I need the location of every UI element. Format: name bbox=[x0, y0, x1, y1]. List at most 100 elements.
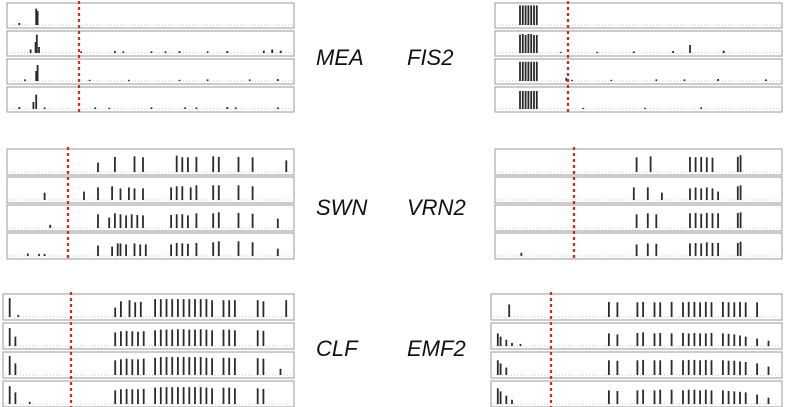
coverage-bar bbox=[165, 299, 168, 317]
coverage-track bbox=[494, 232, 783, 260]
coverage-bar bbox=[164, 51, 167, 53]
coverage-bar bbox=[670, 389, 673, 404]
coverage-bar bbox=[653, 333, 656, 346]
coverage-bar bbox=[616, 334, 619, 346]
coverage-bar bbox=[646, 243, 649, 256]
coverage-bar bbox=[137, 359, 139, 376]
coverage-bar bbox=[128, 187, 130, 200]
coverage-bar bbox=[756, 338, 758, 346]
coverage-bar bbox=[682, 333, 684, 346]
coverage-bar bbox=[535, 61, 538, 81]
coverage-bar bbox=[700, 243, 703, 256]
coverage-bar bbox=[188, 357, 191, 375]
coverage-bar bbox=[276, 218, 279, 229]
coverage-bar bbox=[733, 302, 736, 317]
coverage-bar bbox=[535, 91, 538, 109]
coverage-bar bbox=[744, 336, 747, 347]
coverage-bar bbox=[256, 300, 259, 317]
coverage-bar bbox=[133, 156, 136, 173]
coverage-bar bbox=[565, 77, 568, 81]
coverage-bar bbox=[739, 391, 741, 404]
coverage-bar bbox=[704, 389, 707, 404]
gene-label-clf: CLF bbox=[316, 336, 359, 361]
coverage-track bbox=[490, 351, 783, 379]
coverage-bar bbox=[727, 391, 730, 404]
coverage-bar bbox=[496, 360, 499, 375]
coverage-bar bbox=[530, 34, 533, 53]
coverage-bar bbox=[188, 329, 191, 346]
coverage-bar bbox=[181, 243, 184, 256]
coverage-bar bbox=[199, 329, 202, 346]
coverage-bar bbox=[739, 155, 742, 172]
coverage-bar bbox=[693, 359, 696, 375]
coverage-bar bbox=[704, 301, 707, 317]
coverage-track bbox=[2, 380, 295, 407]
coverage-bar bbox=[736, 212, 739, 228]
coverage-bar bbox=[83, 191, 85, 200]
coverage-bar bbox=[527, 5, 530, 26]
coverage-bar bbox=[178, 51, 181, 53]
coverage-bar bbox=[693, 301, 696, 317]
coverage-bar bbox=[222, 329, 225, 346]
coverage-bar bbox=[636, 360, 639, 375]
coverage-bar bbox=[699, 302, 701, 317]
coverage-bar bbox=[687, 333, 690, 346]
coverage-bar bbox=[711, 243, 714, 256]
coverage-bar bbox=[736, 186, 739, 200]
coverage-bar bbox=[767, 340, 770, 347]
coverage-bar bbox=[608, 360, 610, 375]
coverage-bar bbox=[608, 333, 610, 346]
coverage-bar bbox=[262, 50, 265, 53]
coverage-bar bbox=[131, 331, 134, 346]
coverage-bar bbox=[521, 61, 524, 81]
coverage-bar bbox=[217, 212, 220, 229]
coverage-bar bbox=[137, 389, 139, 404]
coverage-bar bbox=[672, 51, 674, 53]
coverage-bar bbox=[187, 215, 189, 228]
track-frame bbox=[494, 58, 783, 85]
coverage-bar bbox=[114, 213, 116, 228]
coverage-bar bbox=[119, 214, 122, 228]
track-frame bbox=[2, 380, 295, 407]
coverage-bar bbox=[659, 360, 662, 375]
track-frame bbox=[494, 148, 783, 176]
coverage-bar bbox=[131, 359, 134, 376]
coverage-bar bbox=[722, 301, 724, 317]
coverage-bar bbox=[14, 363, 17, 375]
coverage-bar bbox=[519, 5, 521, 26]
coverage-bar bbox=[206, 79, 209, 81]
coverage-bar bbox=[765, 79, 767, 81]
coverage-bar bbox=[119, 188, 122, 200]
coverage-bar bbox=[211, 330, 213, 347]
coverage-bar bbox=[710, 390, 713, 405]
coverage-bar bbox=[36, 65, 39, 81]
coverage-bar bbox=[704, 359, 707, 375]
track-frame bbox=[6, 176, 295, 204]
coverage-bar bbox=[211, 358, 213, 375]
coverage-bar bbox=[756, 302, 758, 317]
coverage-bar bbox=[521, 91, 524, 109]
coverage-bar bbox=[736, 243, 739, 256]
coverage-bar bbox=[175, 214, 178, 228]
coverage-bar bbox=[744, 392, 747, 404]
coverage-bar bbox=[533, 61, 535, 81]
coverage-bar bbox=[237, 185, 240, 200]
coverage-bar bbox=[228, 300, 231, 317]
coverage-bar bbox=[116, 243, 119, 256]
coverage-bar bbox=[710, 360, 713, 375]
coverage-bar bbox=[682, 360, 684, 375]
track-frame bbox=[6, 204, 295, 232]
coverage-bar bbox=[646, 187, 649, 200]
coverage-bar bbox=[739, 241, 742, 256]
coverage-bar bbox=[700, 188, 703, 200]
coverage-bar bbox=[88, 79, 91, 81]
coverage-bar bbox=[175, 155, 178, 172]
coverage-bar bbox=[693, 333, 696, 346]
coverage-bar bbox=[139, 301, 142, 317]
coverage-bar bbox=[687, 359, 690, 375]
coverage-bar bbox=[182, 299, 185, 317]
coverage-track bbox=[494, 176, 783, 204]
coverage-bar bbox=[154, 387, 156, 404]
coverage-bar bbox=[170, 244, 172, 256]
